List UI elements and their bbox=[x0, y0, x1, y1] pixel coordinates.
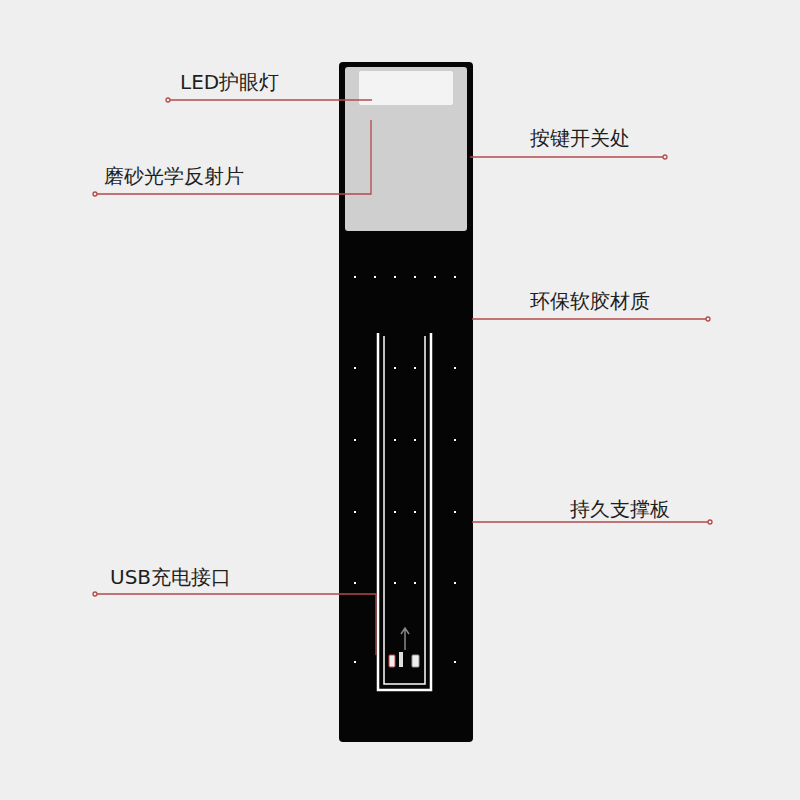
usb-icon bbox=[401, 628, 409, 650]
leader-dot bbox=[708, 520, 712, 524]
dot bbox=[394, 276, 396, 278]
dot bbox=[354, 367, 356, 369]
dot bbox=[434, 276, 436, 278]
callout-label: LED护眼灯 bbox=[180, 70, 279, 94]
leader-line bbox=[470, 156, 663, 157]
callout-label: USB充电接口 bbox=[110, 565, 231, 589]
leader-line bbox=[472, 318, 706, 319]
dot bbox=[454, 511, 456, 513]
dot bbox=[394, 439, 396, 441]
dot bbox=[394, 582, 396, 584]
dot bbox=[354, 582, 356, 584]
dot bbox=[354, 661, 356, 663]
indicator-led bbox=[412, 655, 419, 667]
reflector-panel bbox=[345, 67, 467, 231]
light-body bbox=[339, 62, 473, 742]
leader-dot bbox=[93, 192, 97, 196]
dot bbox=[394, 511, 396, 513]
dot bbox=[454, 367, 456, 369]
leader-line bbox=[97, 594, 376, 655]
dot bbox=[354, 511, 356, 513]
dot bbox=[454, 276, 456, 278]
dot bbox=[394, 367, 396, 369]
dot bbox=[414, 511, 416, 513]
leader-line bbox=[97, 120, 371, 194]
dot bbox=[414, 582, 416, 584]
callout-label: 按键开关处 bbox=[530, 126, 630, 150]
dot bbox=[454, 661, 456, 663]
dot bbox=[414, 367, 416, 369]
dot bbox=[454, 582, 456, 584]
dot bbox=[354, 439, 356, 441]
leader-lines bbox=[93, 98, 712, 655]
leader-dot bbox=[166, 98, 170, 102]
dot bbox=[354, 276, 356, 278]
usb-port bbox=[389, 655, 395, 667]
usb-symbol bbox=[399, 652, 403, 667]
support-slot-inner bbox=[384, 336, 425, 684]
leader-line bbox=[472, 521, 708, 522]
dot bbox=[414, 276, 416, 278]
leader-dot bbox=[663, 155, 667, 159]
callout-label: 环保软胶材质 bbox=[530, 289, 650, 313]
dot bbox=[374, 276, 376, 278]
leader-dot bbox=[706, 317, 710, 321]
support-slot bbox=[378, 333, 431, 690]
led-strip bbox=[359, 71, 453, 105]
callout-label: 持久支撑板 bbox=[570, 497, 670, 521]
dot bbox=[414, 439, 416, 441]
callout-label: 磨砂光学反射片 bbox=[104, 164, 244, 188]
leader-dot bbox=[93, 592, 97, 596]
dot-grid bbox=[354, 276, 456, 663]
dot bbox=[454, 439, 456, 441]
leader-line bbox=[170, 99, 372, 100]
